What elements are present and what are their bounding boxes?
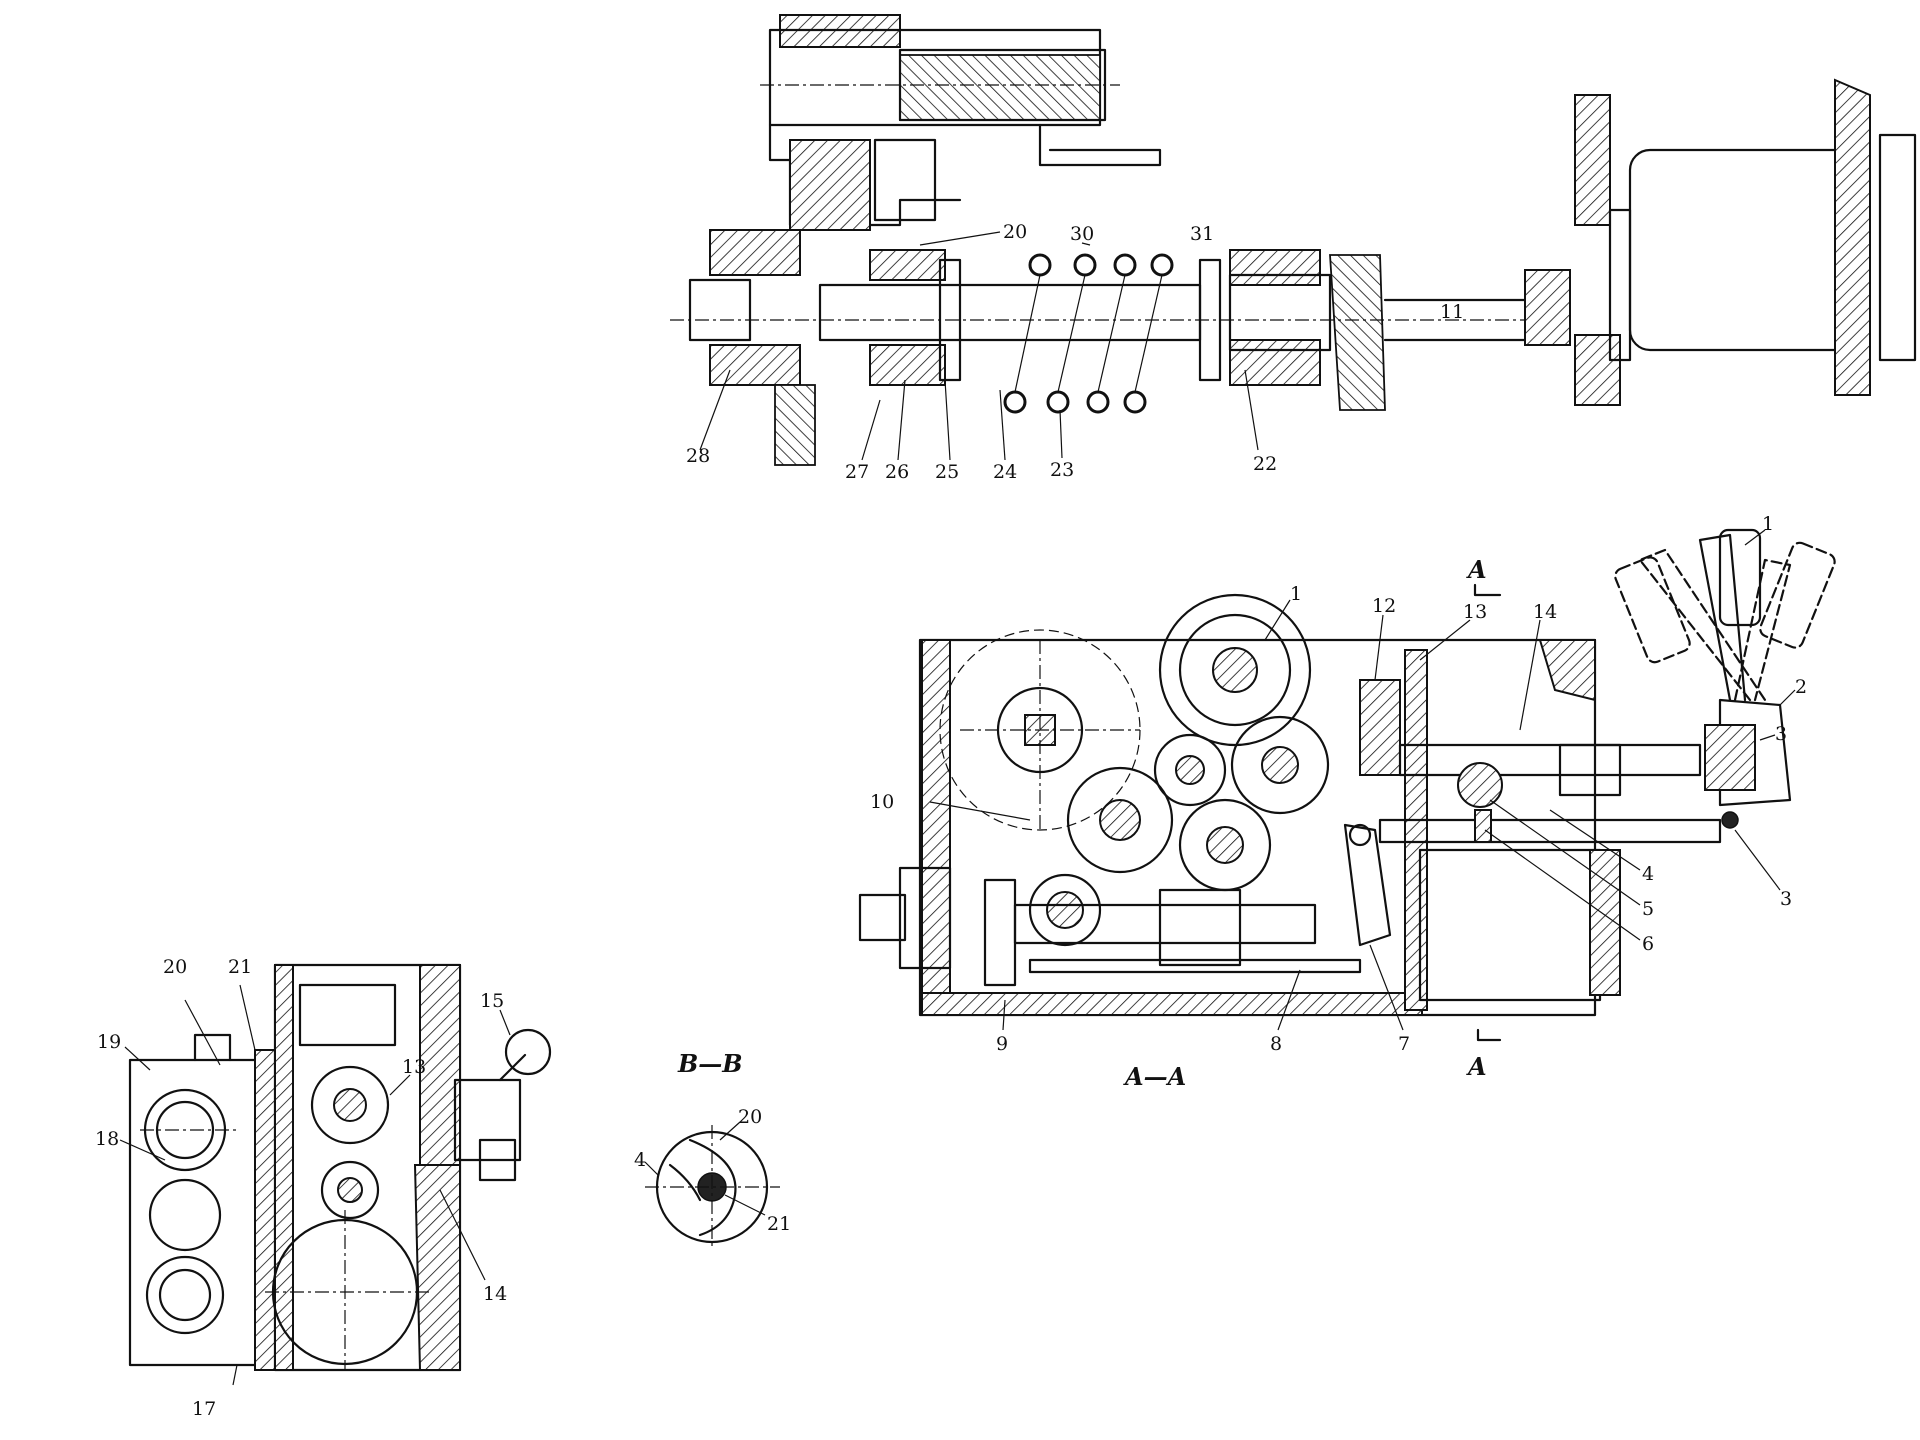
upper-housing <box>760 14 1162 231</box>
label-5: 5 <box>1642 898 1654 920</box>
label-9: 9 <box>996 1033 1008 1055</box>
label-15: 15 <box>480 990 504 1012</box>
label-6: 6 <box>1642 933 1654 955</box>
label-20-bb: 20 <box>738 1106 762 1128</box>
main-shaft <box>670 229 1560 466</box>
label-23-top: 23 <box>1050 459 1074 481</box>
label-25-top: 25 <box>935 461 959 483</box>
label-1-gear: 1 <box>1290 583 1302 605</box>
label-11-top: 11 <box>1440 301 1464 323</box>
control-levers <box>1614 528 1836 829</box>
label-21-bb: 21 <box>767 1213 791 1235</box>
section-cut-markers: A A A—A <box>1123 555 1502 1091</box>
cut-letter-a-top: A <box>1466 555 1487 584</box>
label-7: 7 <box>1398 1033 1410 1055</box>
label-13-left: 13 <box>402 1056 426 1078</box>
label-26-top: 26 <box>885 461 909 483</box>
section-aa-title: A—A <box>1123 1062 1186 1091</box>
label-3-upper: 3 <box>1775 723 1787 745</box>
label-14-left: 14 <box>483 1283 507 1305</box>
label-1-lever: 1 <box>1762 513 1774 535</box>
gear-train <box>939 593 1330 947</box>
section-bb-view: B—B 20 4 21 <box>634 1049 791 1250</box>
left-labels: 20 21 19 15 13 18 14 17 <box>95 956 511 1420</box>
label-12: 12 <box>1372 595 1396 617</box>
label-20-left: 20 <box>163 956 187 978</box>
label-28-top: 28 <box>686 445 710 467</box>
cut-letter-a-bottom: A <box>1466 1052 1487 1081</box>
label-4: 4 <box>1642 863 1654 885</box>
lower-shafts <box>983 823 1392 987</box>
right-cylinder-unit <box>1524 78 1917 406</box>
left-housing <box>128 963 552 1372</box>
top-labels: 20 30 31 11 28 27 26 25 24 23 22 <box>686 221 1464 483</box>
shift-rods <box>1359 679 1722 1002</box>
label-8: 8 <box>1270 1033 1282 1055</box>
label-30-top: 30 <box>1070 223 1094 245</box>
label-17: 17 <box>192 1398 216 1420</box>
top-shaft-assembly-view: 20 30 31 11 28 27 26 25 24 23 22 <box>670 14 1917 483</box>
gearbox-housing <box>858 638 1597 1017</box>
label-18: 18 <box>95 1128 119 1150</box>
section-aa-gearbox: A A A—A 1 12 13 14 1 2 3 4 5 6 3 <box>858 513 1836 1091</box>
label-27-top: 27 <box>845 461 869 483</box>
section-aa-labels: 1 12 13 14 1 2 3 4 5 6 3 10 9 8 <box>870 513 1807 1055</box>
label-20-top: 20 <box>1003 221 1027 243</box>
left-side-view: 20 21 19 15 13 18 14 17 <box>95 956 552 1420</box>
label-31-top: 31 <box>1190 223 1214 245</box>
label-24-top: 24 <box>993 461 1017 483</box>
label-3-lower: 3 <box>1780 888 1792 910</box>
left-gears <box>140 1065 430 1370</box>
label-19: 19 <box>97 1031 121 1053</box>
compression-spring <box>1003 253 1174 414</box>
section-bb-title: B—B <box>677 1049 743 1078</box>
label-4-bb: 4 <box>634 1149 646 1171</box>
label-22-top: 22 <box>1253 453 1277 475</box>
label-10: 10 <box>870 791 894 813</box>
label-14: 14 <box>1533 601 1557 623</box>
label-21-left: 21 <box>228 956 252 978</box>
label-13: 13 <box>1463 601 1487 623</box>
label-2: 2 <box>1795 676 1807 698</box>
